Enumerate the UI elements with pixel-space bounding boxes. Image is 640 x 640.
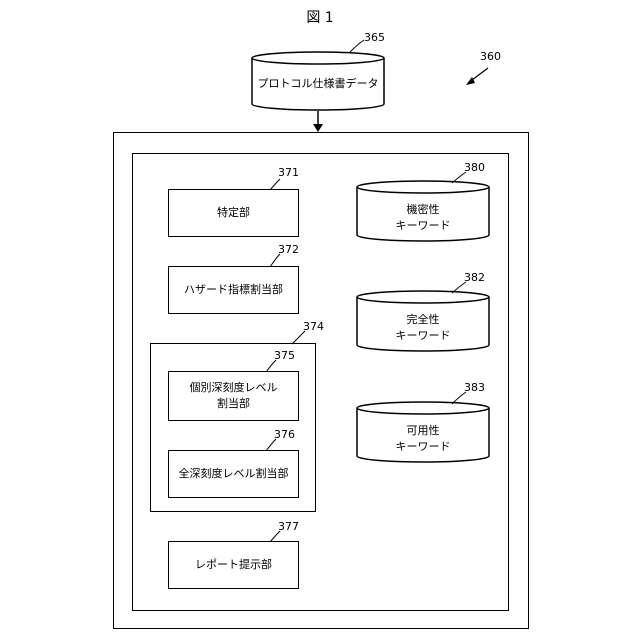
individual-depth-unit-ref: 375	[274, 349, 295, 362]
identify-unit: 特定部	[168, 189, 299, 237]
identify-unit-ref: 371	[278, 166, 299, 179]
availability-keyword-line2: キーワード	[357, 439, 489, 455]
individual-severity-unit-label-line1: 個別深刻度レベル	[190, 380, 278, 396]
total-severity-unit-label: 全深刻度レベル割当部	[179, 466, 289, 482]
identify-unit-label: 特定部	[217, 205, 250, 221]
confidentiality-keyword-line2: キーワード	[357, 218, 489, 234]
figure-title: 図 1	[0, 7, 640, 27]
integrity-keyword-line2: キーワード	[357, 328, 489, 344]
individual-severity-unit-label-line2: 割当部	[190, 396, 278, 412]
report-unit-ref: 377	[278, 520, 299, 533]
hazard-unit-ref: 372	[278, 243, 299, 256]
hazard-index-unit: ハザード指標割当部	[168, 266, 299, 314]
total-depth-unit-ref: 376	[274, 428, 295, 441]
availability-keyword-label: 可用性 キーワード	[357, 423, 489, 455]
integrity-keyword-label: 完全性 キーワード	[357, 312, 489, 344]
depth-group-ref: 374	[303, 320, 324, 333]
protocol-spec-db-label: プロトコル仕様書データ	[252, 76, 384, 92]
hazard-index-unit-label: ハザード指標割当部	[184, 282, 283, 298]
input-arrowhead	[313, 124, 323, 132]
report-presentation-unit-label: レポート提示部	[195, 557, 272, 573]
confidentiality-keyword-line1: 機密性	[357, 202, 489, 218]
protocol-spec-db-ref: 365	[364, 31, 385, 44]
availability-keyword-line1: 可用性	[357, 423, 489, 439]
confidentiality-keyword-label: 機密性 キーワード	[357, 202, 489, 234]
total-severity-unit: 全深刻度レベル割当部	[168, 450, 299, 498]
availability-keyword-ref: 383	[464, 381, 485, 394]
report-presentation-unit: レポート提示部	[168, 541, 299, 589]
confidentiality-keyword-ref: 380	[464, 161, 485, 174]
figure-ref-label: 360	[480, 50, 501, 63]
integrity-keyword-ref: 382	[464, 271, 485, 284]
individual-severity-unit: 個別深刻度レベル 割当部	[168, 371, 299, 421]
integrity-keyword-line1: 完全性	[357, 312, 489, 328]
